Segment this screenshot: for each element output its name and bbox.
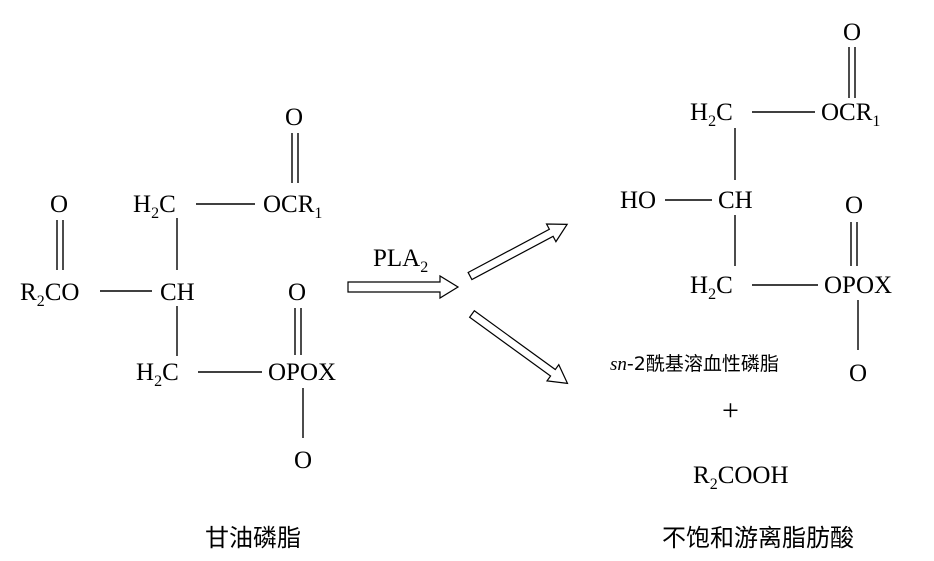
product1-structure: O H2C OCR1 HO CH H2C O OPOX O [620, 19, 892, 387]
product1-ocr1: OCR1 [821, 99, 880, 130]
substrate-carbonyl-o-right: O [285, 104, 303, 131]
product1-carbonyl-o: O [843, 19, 861, 46]
substrate-ch: CH [160, 279, 195, 306]
substrate-h2c-bottom: H2C [136, 359, 179, 390]
substrate-name: 甘油磷脂 [205, 524, 301, 552]
reaction-arrow-main [347, 274, 460, 300]
substrate-opox: OPOX [268, 359, 336, 386]
substrate-structure: O R2CO H2C O OCR1 CH H2C O OPOX O [20, 104, 336, 474]
product1-h2c-top: H2C [690, 99, 733, 130]
product2-name: 不饱和游离脂肪酸 [662, 524, 854, 552]
reaction-arrow-lower [468, 309, 569, 385]
product1-name: sn-2酰基溶血性磷脂 [610, 353, 779, 375]
substrate-phosphate-o-top: O [288, 279, 306, 306]
product1-ho: HO [620, 187, 656, 214]
reaction-arrow-upper [467, 223, 569, 281]
product1-phosphate-o-top: O [845, 192, 863, 219]
substrate-ocr1: OCR1 [263, 191, 322, 222]
product1-opox: OPOX [824, 272, 892, 299]
product1-h2c-bottom: H2C [690, 272, 733, 303]
substrate-h2c-top: H2C [133, 191, 176, 222]
plus-sign: + [722, 394, 739, 427]
substrate-phosphate-o-bottom: O [294, 447, 312, 474]
product1-phosphate-o-bottom: O [849, 360, 867, 387]
product1-ch: CH [718, 187, 753, 214]
product2-formula: R2COOH [693, 462, 789, 493]
enzyme-label: PLA2 [373, 245, 428, 276]
substrate-carbonyl-o-left: O [50, 191, 68, 218]
substrate-r2co: R2CO [20, 279, 79, 310]
